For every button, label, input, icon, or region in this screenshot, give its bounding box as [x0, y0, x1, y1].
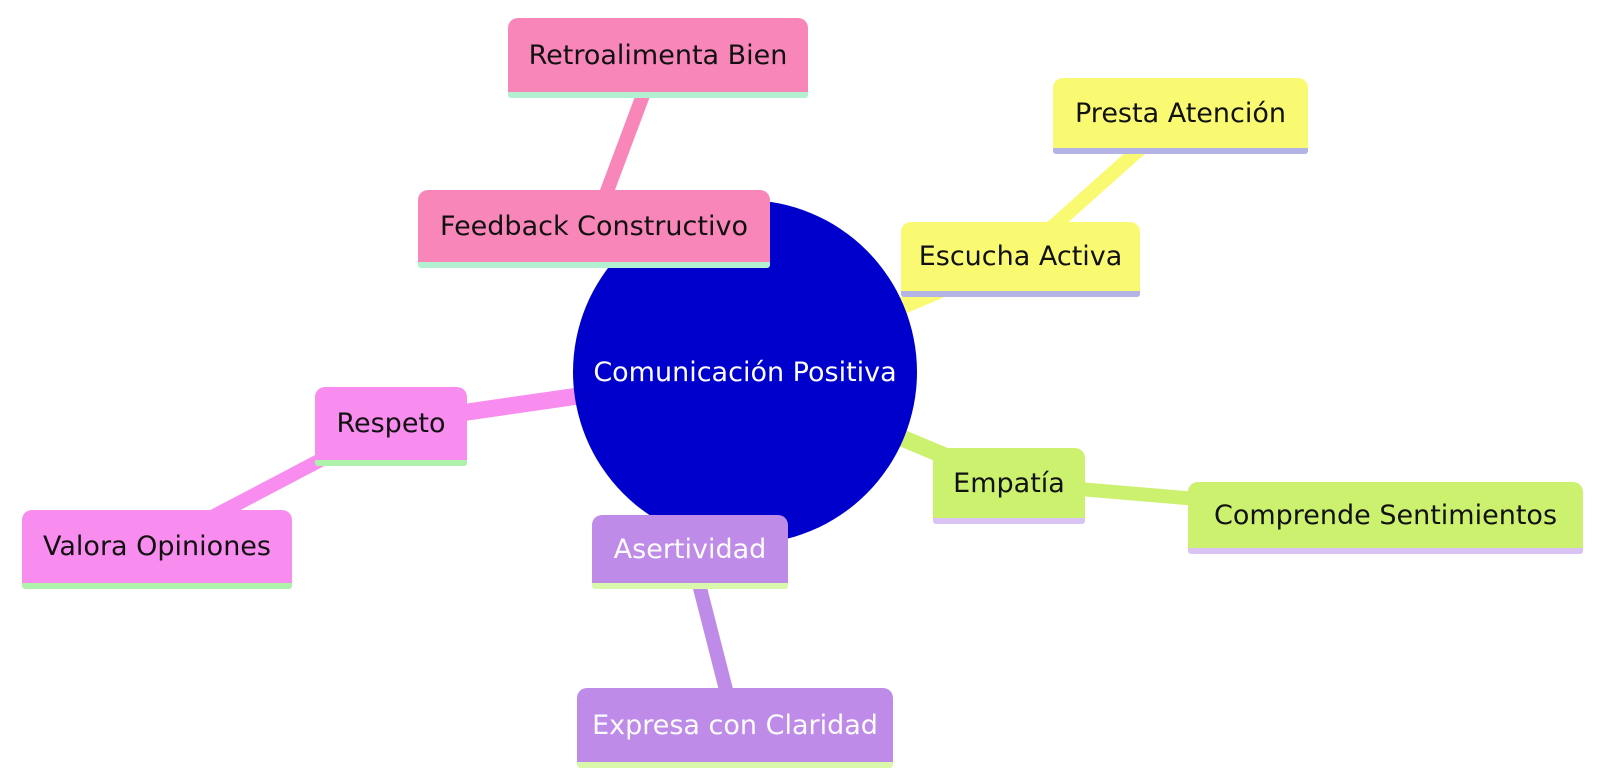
node-retroalimenta-bien: Retroalimenta Bien — [508, 18, 808, 98]
node-label: Retroalimenta Bien — [528, 39, 788, 71]
node-label: Expresa con Claridad — [592, 709, 878, 741]
node-empatia: Empatía — [933, 448, 1085, 524]
node-presta-atencion: Presta Atención — [1053, 78, 1308, 154]
node-valora-opiniones: Valora Opiniones — [22, 510, 292, 589]
node-escucha-activa: Escucha Activa — [901, 222, 1140, 297]
root-node-label: Comunicación Positiva — [593, 356, 897, 388]
node-label: Feedback Constructivo — [440, 210, 748, 242]
node-label: Respeto — [336, 408, 446, 439]
node-label: Asertividad — [613, 533, 767, 565]
node-comprende-sentimientos: Comprende Sentimientos — [1188, 482, 1583, 554]
node-label: Comprende Sentimientos — [1213, 499, 1558, 531]
node-label: Escucha Activa — [918, 241, 1123, 272]
node-label: Presta Atención — [1075, 97, 1286, 129]
node-feedback-constructivo: Feedback Constructivo — [418, 190, 770, 268]
node-asertividad: Asertividad — [592, 515, 788, 589]
node-respeto: Respeto — [315, 387, 467, 466]
node-label: Empatía — [953, 467, 1065, 499]
node-expresa-con-claridad: Expresa con Claridad — [577, 688, 893, 768]
node-label: Valora Opiniones — [43, 531, 271, 562]
